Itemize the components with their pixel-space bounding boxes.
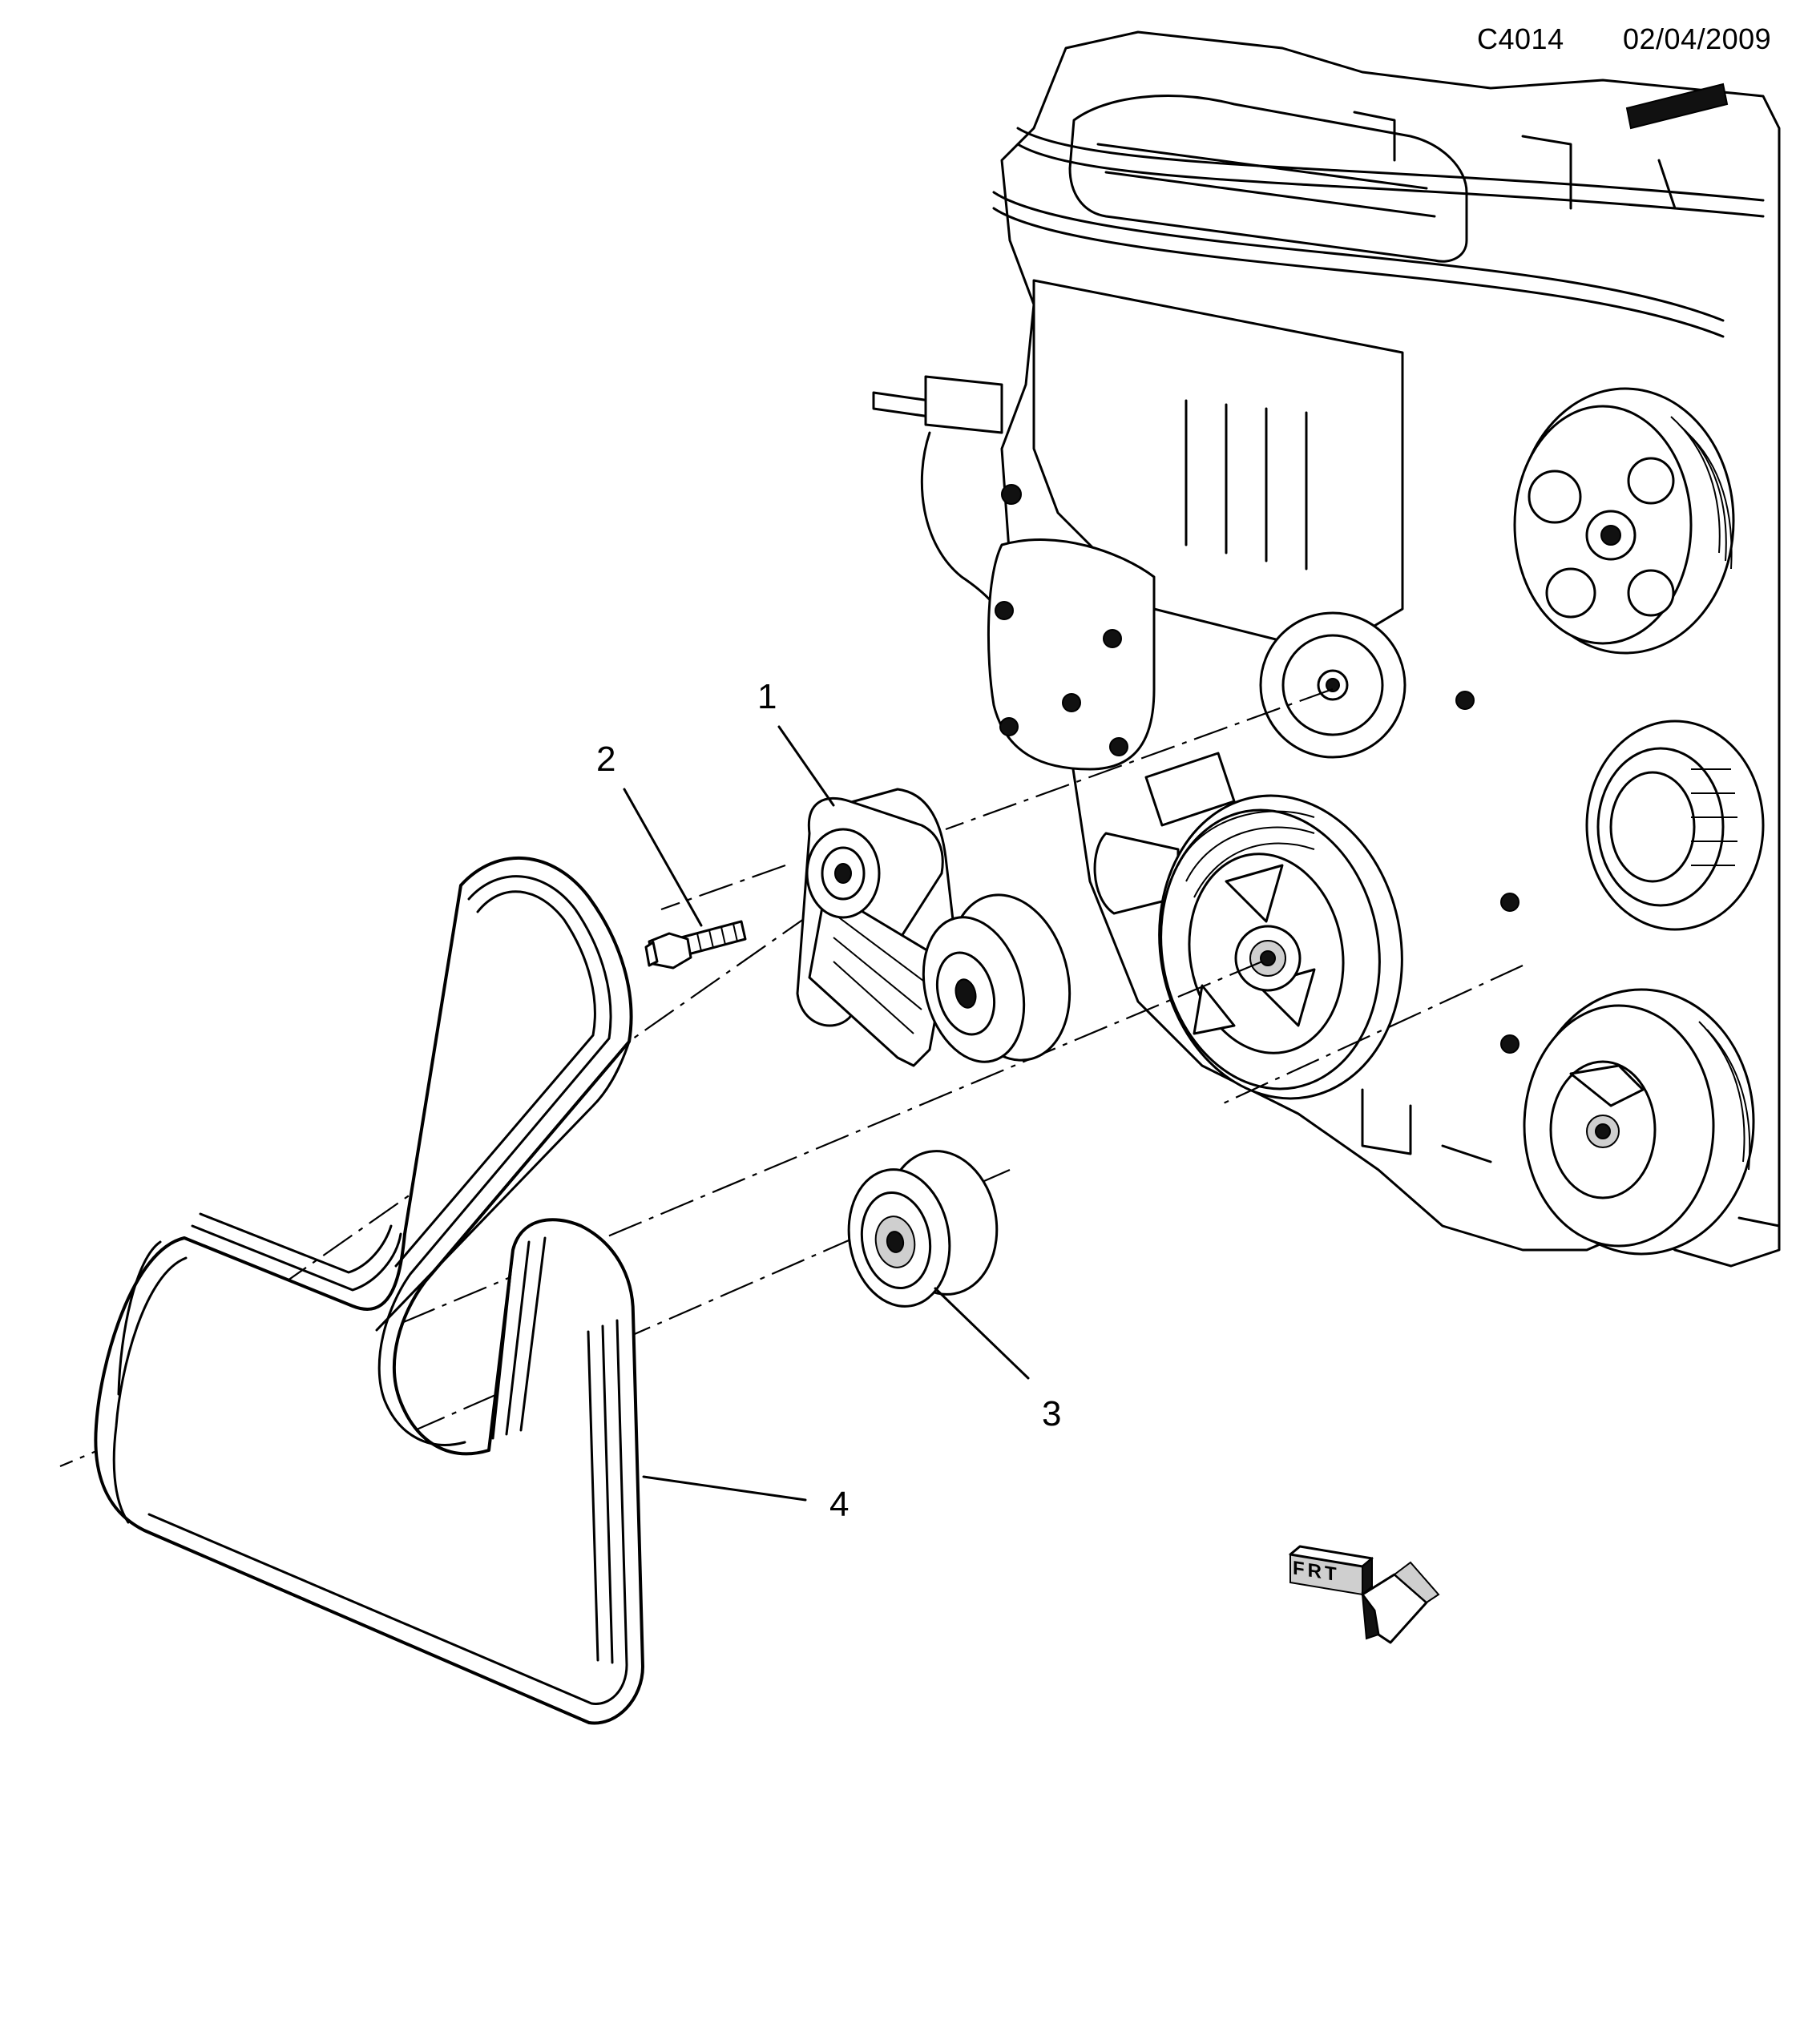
leader-line-4 (642, 1475, 807, 1502)
diagram-code: C4014 (1477, 22, 1564, 55)
callout-2: 2 (596, 740, 616, 779)
leader-line-1 (777, 725, 835, 807)
leader-line-2 (623, 788, 703, 927)
crankshaft-pulley (1158, 794, 1403, 1100)
idler-pulley (847, 1150, 999, 1308)
leader-line-3 (934, 1287, 1030, 1380)
diagram-date: 02/04/2009 (1623, 22, 1772, 55)
callout-3: 3 (1042, 1394, 1062, 1433)
ac-compressor-pulley (1523, 988, 1755, 1256)
callout-1: 1 (757, 677, 777, 716)
power-steering-pulley (1513, 387, 1735, 655)
tensioner-assembly (796, 788, 1072, 1067)
engine-block (872, 30, 1781, 1268)
front-arrow-icon (1289, 1545, 1440, 1644)
water-pump-pulley (1259, 611, 1406, 759)
drive-belt (94, 856, 644, 1725)
callout-4: 4 (829, 1485, 850, 1524)
bolt (644, 920, 747, 970)
alternator-pulley (1585, 720, 1765, 931)
